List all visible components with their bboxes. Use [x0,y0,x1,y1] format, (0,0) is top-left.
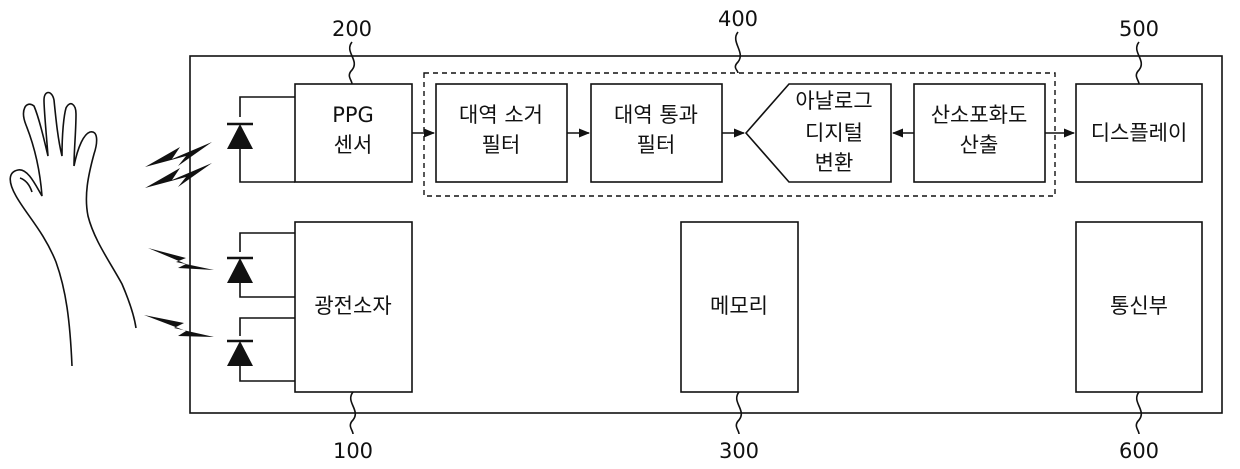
display-label: 디스플레이 [1091,121,1188,145]
ref-400: 400 [718,7,758,31]
ref-300: 300 [719,439,759,463]
ppg-sensor-label-2: 센서 [334,133,373,157]
band-pass-filter-label-1: 대역 통과 [614,103,698,127]
adc-label-2: 디지털 [805,121,863,145]
band-stop-filter-label-1: 대역 소거 [459,103,543,127]
ref-100: 100 [333,439,373,463]
ref-600: 600 [1119,439,1159,463]
spo2-calc-label-1: 산소포화도 [931,103,1028,127]
ppg-sensor-label-1: PPG [332,103,374,127]
band-pass-filter-label-2: 필터 [637,133,676,157]
spo2-calc-label-2: 산출 [960,133,999,157]
adc-label-3: 변환 [815,151,854,175]
hand-icon [10,93,136,367]
memory-label: 메모리 [710,294,768,318]
photodiode-label: 광전소자 [314,294,391,318]
ref-200: 200 [332,17,372,41]
band-stop-filter-label-2: 필터 [482,133,521,157]
comm-label: 통신부 [1110,294,1168,318]
adc-label-1: 아날로그 [795,89,872,113]
ref-500: 500 [1119,17,1159,41]
